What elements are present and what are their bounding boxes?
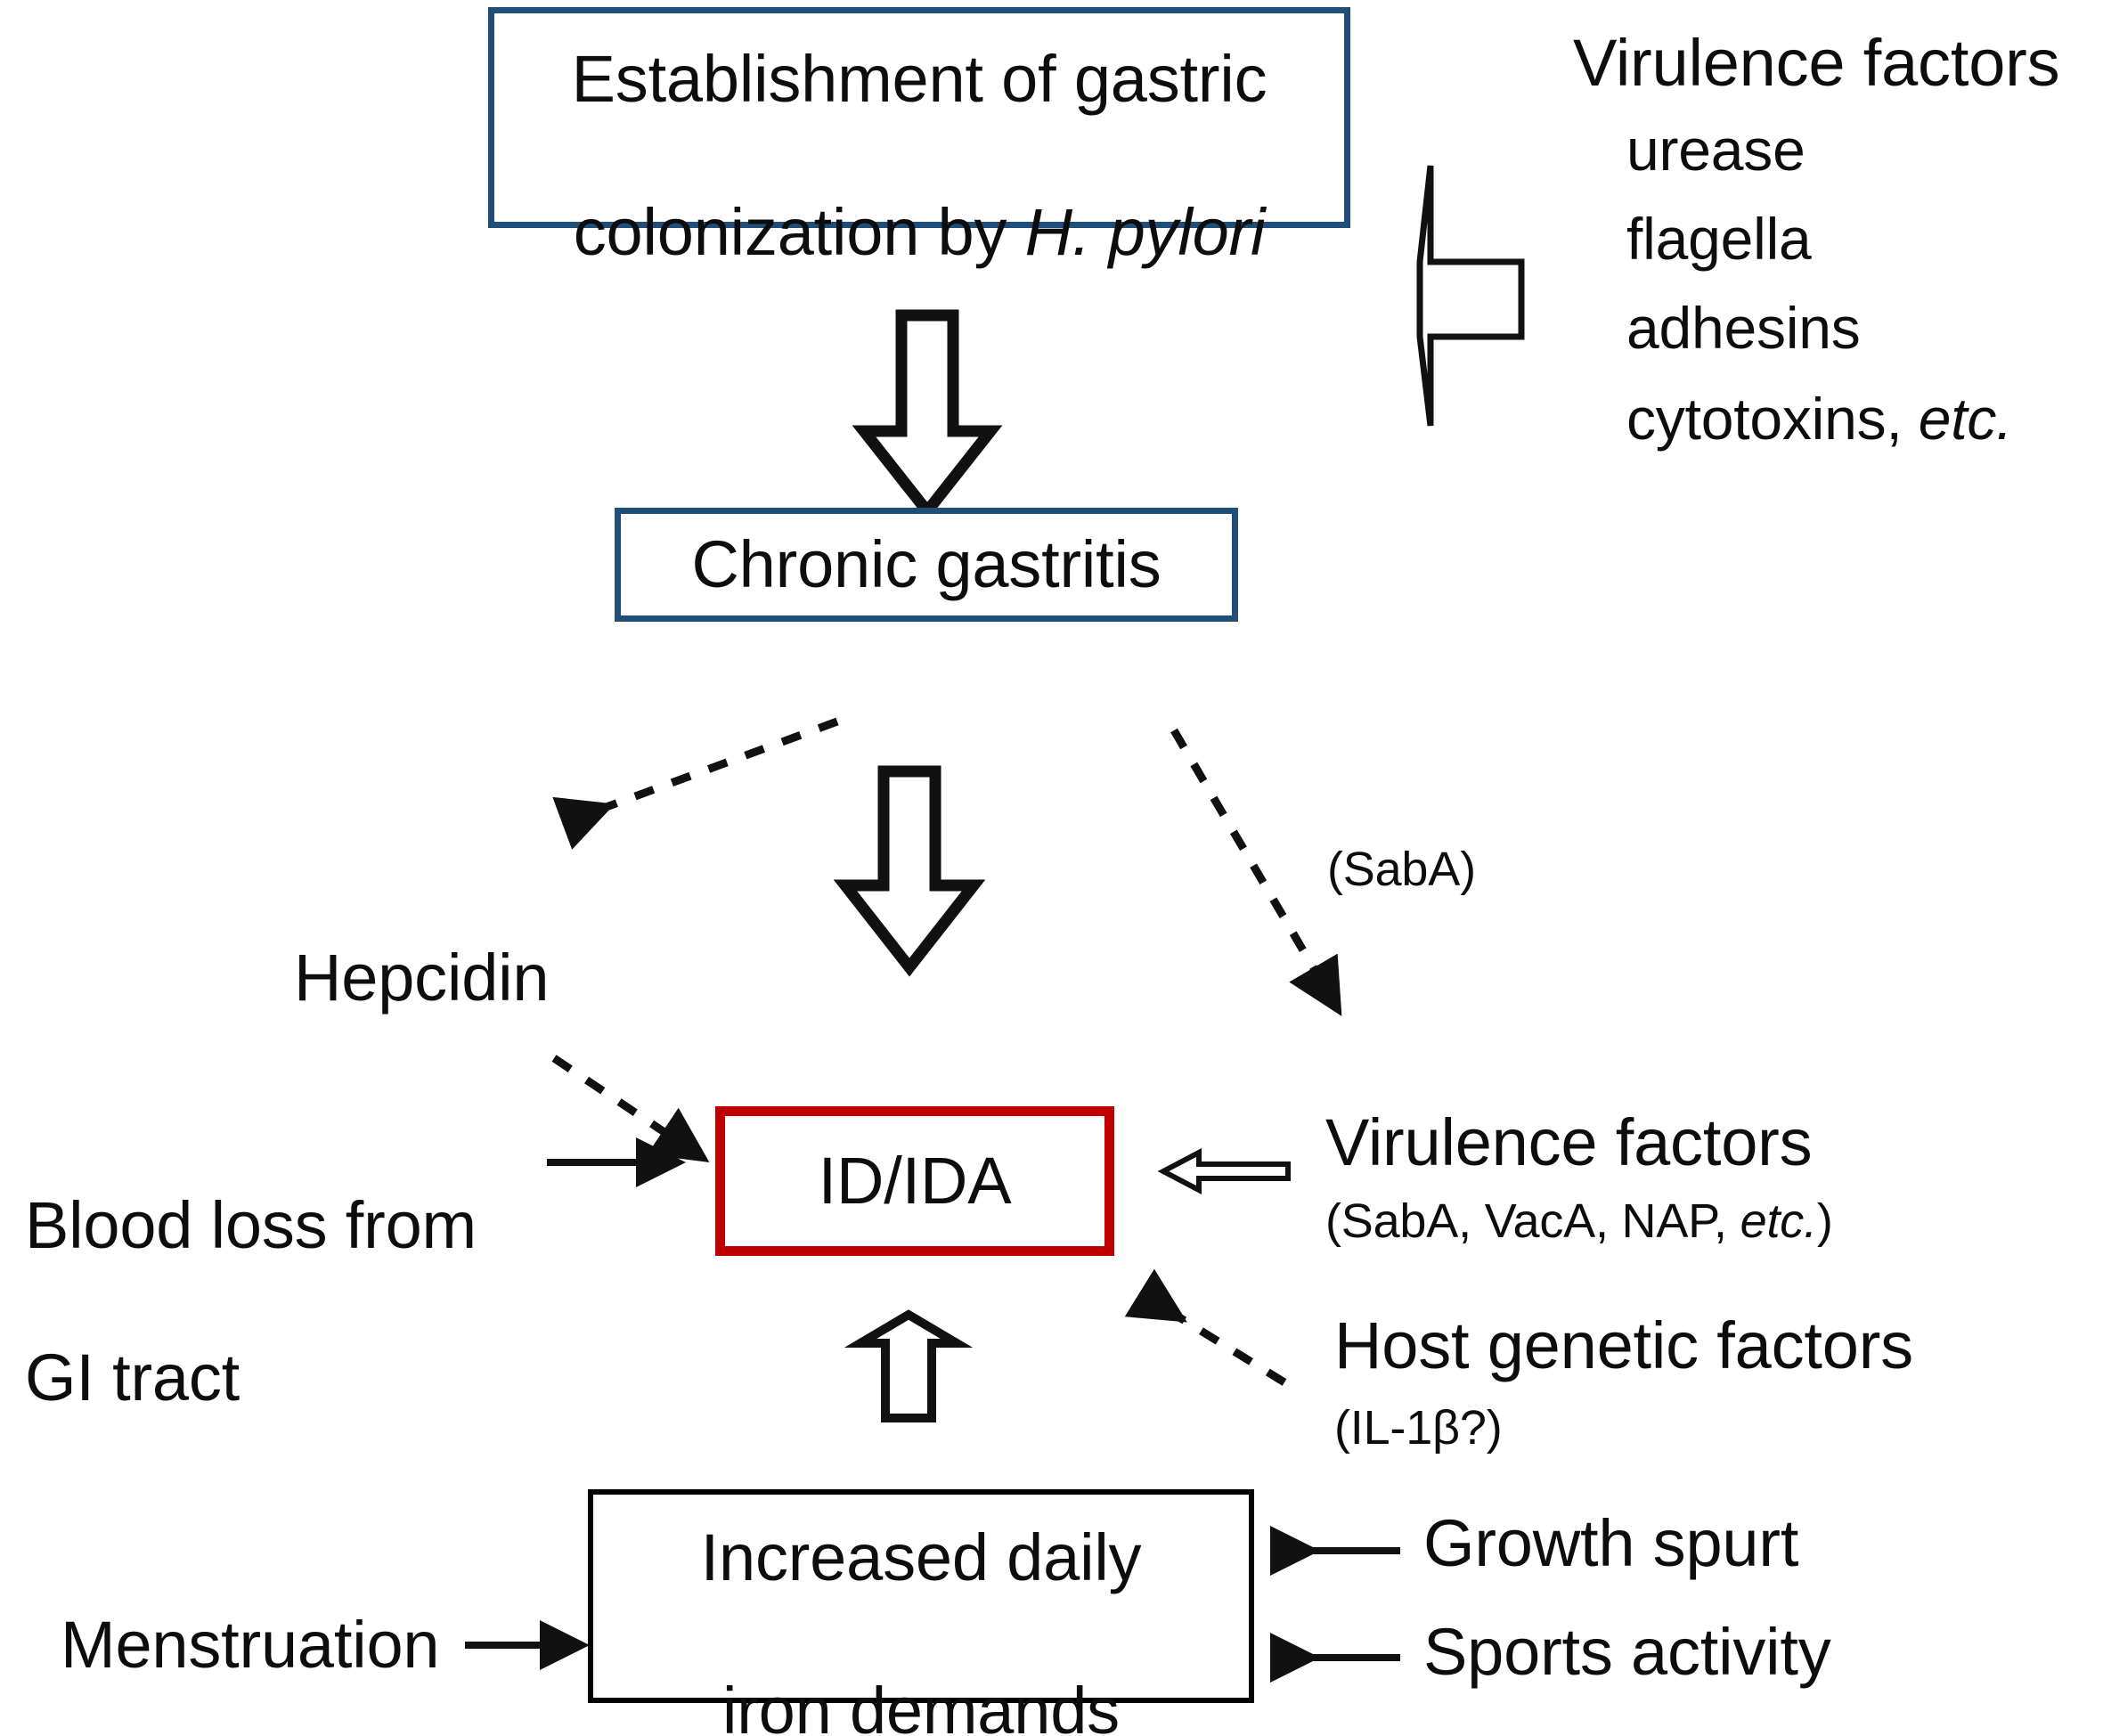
label-menstruation: Menstruation in female	[61, 1530, 506, 1736]
gastric-line1: Establishment of gastric	[571, 42, 1268, 117]
arrow-dashed-hepcidin-to-idida	[526, 953, 846, 1220]
virulence-top-item-adhesins: adhesins	[1626, 295, 1861, 361]
virulence-right-sub: (SabA, VacA, NAP, etc.)	[1325, 1194, 1833, 1250]
box-chronic-gastritis: Chronic gastritis	[615, 508, 1238, 622]
menstruation-line1: Menstruation	[61, 1607, 440, 1682]
arrow-menstruation-to-iron-demands	[461, 1620, 613, 1670]
gastric-line2-plain: colonization by	[573, 194, 1025, 269]
virulence-top-item-flagella: flagella	[1626, 206, 1812, 272]
arrow-dashed-gastritis-to-hepcidin	[517, 704, 873, 935]
virulence-right-sub-italic: etc.	[1740, 1194, 1817, 1248]
label-host-genetic-factors: Host genetic factors	[1334, 1308, 1913, 1382]
arrow-up-iron-demands-to-idida	[844, 1309, 974, 1427]
cytotoxins-italic: etc.	[1918, 386, 2013, 452]
box-chronic-gastritis-text: Chronic gastritis	[691, 527, 1162, 602]
virulence-top-heading: Virulence factors	[1573, 26, 2060, 100]
arrow-dashed-gastritis-to-virulence	[1158, 713, 1443, 1069]
cytotoxins-plain: cytotoxins,	[1626, 386, 1919, 452]
arrow-virulence-to-idida	[1157, 1140, 1300, 1202]
label-host-genetic-sub: (IL-1β?)	[1334, 1401, 1503, 1455]
virulence-top-item-cytotoxins: cytotoxins, etc.	[1626, 385, 2013, 453]
virulence-right-sub-open: (SabA, VacA, NAP,	[1325, 1194, 1740, 1248]
label-hepcidin: Hepcidin	[294, 941, 550, 1015]
arrow-down-gastritis-to-idida	[833, 765, 998, 980]
label-blood-loss: Blood loss from GI tract	[25, 1111, 524, 1416]
label-sports-activity: Sports activity	[1423, 1615, 1831, 1689]
blood-loss-line2: GI tract	[25, 1341, 240, 1415]
iron-demands-line1: Increased daily	[700, 1520, 1142, 1595]
arrow-down-colonization-to-gastritis	[852, 309, 1015, 524]
virulence-top-item-urease: urease	[1626, 117, 1805, 183]
box-increased-iron-demands: Increased daily iron demands	[588, 1489, 1254, 1736]
arrow-dashed-host-genetic-to-idida	[1113, 1265, 1318, 1434]
box-increased-iron-demands-text: Increased daily iron demands	[701, 1443, 1142, 1736]
arrow-blood-loss-to-idida	[543, 1137, 713, 1192]
label-saba-note: (SabA)	[1327, 843, 1476, 896]
iron-demands-line2: iron demands	[722, 1673, 1120, 1736]
box-gastric-colonization: Establishment of gastric colonization by…	[488, 7, 1350, 269]
box-id-ida-text: ID/IDA	[818, 1144, 1012, 1218]
arrow-sports-activity-to-iron-demands	[1265, 1633, 1407, 1683]
box-id-ida: ID/IDA	[715, 1106, 1114, 1256]
gastric-line2-italic: H. pylori	[1024, 194, 1266, 269]
label-growth-spurt: Growth spurt	[1423, 1506, 1799, 1580]
blood-loss-line1: Blood loss from	[25, 1187, 477, 1262]
virulence-right-sub-close: )	[1816, 1194, 1833, 1248]
arrow-virulence-to-colonization	[1414, 162, 1575, 429]
virulence-right-heading: Virulence factors	[1325, 1105, 1813, 1179]
box-gastric-colonization-text: Establishment of gastric colonization by…	[572, 0, 1268, 271]
arrow-growth-spurt-to-iron-demands	[1265, 1526, 1407, 1576]
